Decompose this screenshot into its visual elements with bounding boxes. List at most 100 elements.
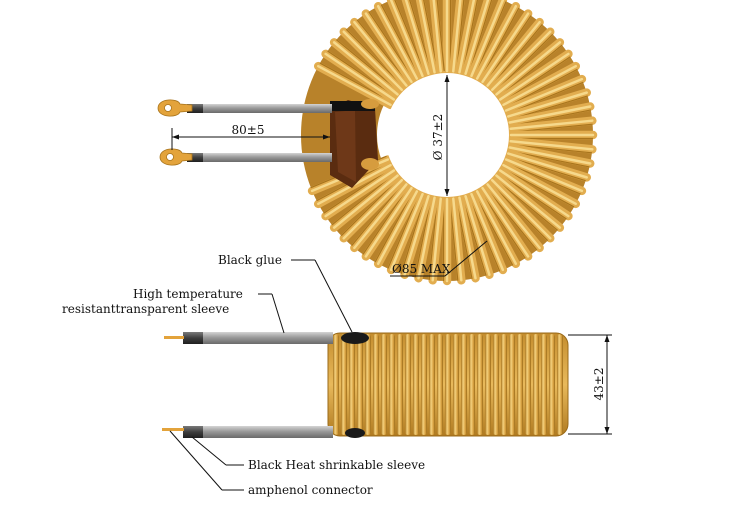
side-winding-turn <box>389 334 395 435</box>
side-winding-turn <box>341 334 347 435</box>
winding-turn-highlight <box>464 194 491 276</box>
winding-turn-highlight <box>353 183 408 250</box>
side-winding-turn <box>469 334 475 435</box>
side-winding-turn <box>445 334 451 435</box>
black-glue-blob <box>341 332 369 344</box>
side-winding-turn <box>437 334 443 435</box>
winding-turn-highlight <box>364 12 413 84</box>
side-winding-turn <box>357 334 363 435</box>
side-winding-turn <box>461 334 467 435</box>
winding-turn-highlight <box>431 197 442 282</box>
winding-turn-highlight <box>332 41 399 96</box>
side-winding-turn <box>381 334 387 435</box>
side-winding-turn <box>397 334 403 435</box>
winding-turn-highlight <box>452 197 463 282</box>
winding-turn-highlight <box>324 52 396 101</box>
winding-turn-highlight <box>403 194 430 276</box>
winding-turn-highlight <box>509 140 594 151</box>
winding-turns <box>307 0 598 286</box>
heat-shrink-upper <box>187 104 203 113</box>
side-winding-turn <box>421 334 427 435</box>
side-winding-turn <box>557 334 563 435</box>
winding-turn-highlight <box>389 192 424 272</box>
winding-turn-highlight <box>376 4 419 80</box>
winding-turn-highlight <box>498 169 570 218</box>
callout-heat-shrink: Black Heat shrinkable sleeve <box>191 436 425 472</box>
callout-transparent-sleeve: High temperature resistanttransparent sl… <box>62 287 285 334</box>
top-view: 80±5 Ø 37±2 Ø85 MAX <box>157 0 598 286</box>
winding-turn-highlight <box>506 91 588 118</box>
side-connector-upper <box>164 336 184 339</box>
callout-amphenol-connector: amphenol connector <box>169 430 373 497</box>
winding-turn-highlight <box>452 0 462 73</box>
side-lead-upper <box>183 332 333 344</box>
winding-turn-highlight <box>495 174 562 229</box>
side-winding-turn <box>453 334 459 435</box>
inner-diameter-dimension: Ø 37±2 <box>431 75 450 196</box>
side-winding-turn <box>405 334 411 435</box>
side-heat-shrink-lower <box>183 426 203 438</box>
callout-black-glue-text: Black glue <box>218 253 282 267</box>
inner-diameter-label: Ø 37±2 <box>431 114 445 161</box>
winding-turn-highlight <box>353 20 408 87</box>
winding-turn-highlight <box>432 0 442 73</box>
side-connector-lower <box>162 428 184 431</box>
winding-turn-highlight <box>491 30 552 91</box>
winding-turn-highlight <box>491 179 552 240</box>
side-winding-turn <box>365 334 371 435</box>
winding-turn-highlight <box>324 169 396 218</box>
winding-turn-highlight <box>502 163 578 206</box>
winding-turn-highlight <box>509 119 594 130</box>
winding-turn-highlight <box>364 186 413 258</box>
black-glue-top <box>330 101 375 111</box>
callout-sleeve-line1: High temperature <box>133 287 243 301</box>
winding-turn-highlight <box>389 0 424 78</box>
winding-turn-highlight <box>481 186 530 258</box>
winding-turn-highlight <box>470 0 505 78</box>
lead-wire-lower <box>187 153 332 162</box>
side-winding-turn <box>541 334 547 435</box>
height-label: 43±2 <box>592 368 606 401</box>
lead-spacing-dimension: 80±5 <box>171 123 330 150</box>
winding-turn-highlight <box>508 146 592 165</box>
side-winding-turn <box>349 334 355 435</box>
lead-wire-upper <box>187 104 332 113</box>
callout-connector-text: amphenol connector <box>248 483 373 497</box>
winding-turn-highlight <box>470 192 505 272</box>
winding-turn-highlight <box>495 41 562 96</box>
winding-turn-highlight <box>481 12 530 84</box>
winding-turn-highlight <box>475 4 518 80</box>
winding-turn-highlight <box>458 196 477 280</box>
side-winding-turn <box>413 334 419 435</box>
winding-turn-highlight <box>475 190 518 266</box>
core-exposed-shade <box>335 110 356 182</box>
winding-turn-highlight <box>342 179 403 240</box>
winding-turn-highlight <box>417 196 436 280</box>
ring-terminal-upper <box>157 99 193 117</box>
winding-turn-highlight <box>332 174 399 229</box>
lead-spacing-label: 80±5 <box>232 123 265 137</box>
winding-turn-highlight <box>404 0 430 76</box>
winding-turn-highlight <box>458 0 476 74</box>
height-dimension: 43±2 <box>568 334 612 435</box>
side-view: 43±2 Black glue High temperature resista… <box>62 253 612 497</box>
side-winding-turn <box>525 334 531 435</box>
side-winding-turn <box>477 334 483 435</box>
winding-turn-highlight <box>486 183 541 250</box>
outer-diameter-callout: Ø85 MAX <box>390 240 488 277</box>
callout-heat-shrink-text: Black Heat shrinkable sleeve <box>248 458 425 472</box>
side-winding-turn <box>493 334 499 435</box>
winding-turn-highlight <box>342 30 403 91</box>
side-winding-turn <box>485 334 491 435</box>
side-winding-turn <box>501 334 507 435</box>
winding-turn-highlight <box>508 105 592 124</box>
side-winding-turn <box>429 334 435 435</box>
side-lead-lower <box>183 426 333 438</box>
ring-terminal-lower <box>159 148 193 166</box>
winding-turn-shadow <box>436 0 445 72</box>
side-winding-turn <box>509 334 515 435</box>
winding-turn-highlight <box>316 64 392 107</box>
side-winding-turn <box>373 334 379 435</box>
winding-turn-highlight <box>498 52 570 101</box>
